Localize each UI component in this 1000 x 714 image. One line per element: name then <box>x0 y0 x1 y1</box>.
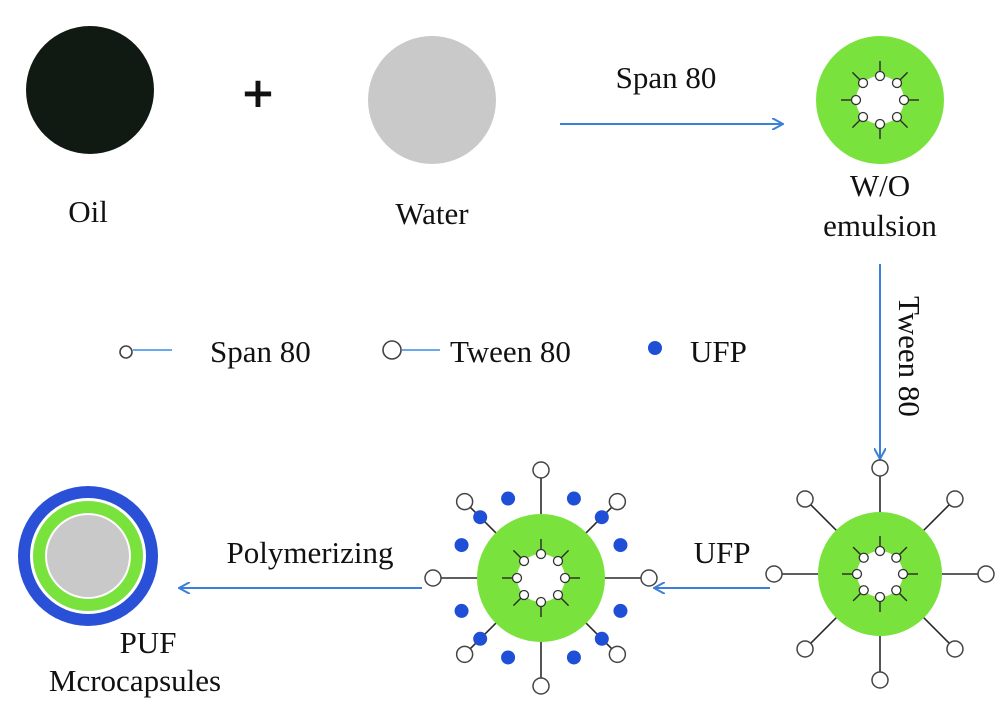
tween80-tail <box>810 504 841 535</box>
span80-head <box>897 568 909 580</box>
tween80-head <box>640 569 658 587</box>
tween80-head <box>946 640 964 658</box>
span80-head <box>874 545 886 557</box>
span80-head <box>559 572 571 584</box>
tween80-tail <box>919 613 950 644</box>
span80-head <box>511 572 523 584</box>
water-core <box>517 554 565 602</box>
span80-head <box>891 111 903 123</box>
puf-microcapsule <box>18 486 158 626</box>
legend-tween80-label: Tween 80 <box>450 334 571 369</box>
span80-head <box>535 548 547 560</box>
tween80-head <box>424 569 442 587</box>
span80-head <box>552 589 564 601</box>
span80-head <box>858 585 869 596</box>
tween80-head <box>608 492 627 511</box>
span80-head <box>874 118 886 130</box>
ufp-particle <box>613 538 628 553</box>
wo-label-line1: W/O <box>849 168 911 203</box>
tween80-head <box>871 671 889 689</box>
span80-head <box>891 552 902 563</box>
span80-head <box>891 585 902 596</box>
ufp-particle <box>501 491 516 506</box>
ufp-particle <box>613 603 628 618</box>
legend-ufp-dot <box>648 341 662 355</box>
tween80-head <box>455 645 474 664</box>
span80-head <box>857 77 869 89</box>
wo-emulsion-droplet <box>816 36 944 164</box>
span80-head <box>891 77 903 89</box>
tween80-head <box>532 677 550 695</box>
water-core <box>857 551 903 597</box>
ufp-arrow-label: UFP <box>693 535 751 570</box>
tween80-arrow-label: Tween 80 <box>892 296 927 417</box>
tween80-head <box>608 645 627 664</box>
ufp-particle <box>594 510 609 525</box>
legend-span80-symbol <box>119 345 172 359</box>
span80-head <box>874 591 886 603</box>
ufp-particle <box>454 538 469 553</box>
span80-head <box>850 94 862 106</box>
ufp-particle <box>566 650 581 665</box>
span80-head <box>898 94 910 106</box>
legend-ufp-label: UFP <box>690 334 747 369</box>
span80-head <box>535 596 547 608</box>
span80-head <box>857 111 869 123</box>
wo-label-line2: emulsion <box>823 208 937 243</box>
tween80-head <box>765 565 783 583</box>
ufp-particle <box>501 650 516 665</box>
span80-head <box>552 555 564 567</box>
puf-label-line1: PUF <box>119 625 177 660</box>
tween80-tail <box>810 613 841 644</box>
tween80-head <box>946 490 964 508</box>
span80-head <box>874 70 886 82</box>
tween80-tail <box>919 504 950 535</box>
span80-arrow-label: Span 80 <box>615 60 717 95</box>
legend-span80-label: Span 80 <box>210 334 311 369</box>
ufp-particle <box>473 631 488 646</box>
tween-coated-droplet <box>765 459 995 689</box>
water-droplet <box>368 36 496 164</box>
puf-label-line2: Mcrocapsules <box>48 663 222 698</box>
tween80-head <box>532 461 550 479</box>
tween80-head <box>455 492 474 511</box>
water-label: Water <box>395 196 469 231</box>
water-core <box>856 76 904 124</box>
ufp-particle <box>594 631 609 646</box>
tween80-head <box>871 459 889 477</box>
ufp-coated-droplet <box>424 461 658 695</box>
ufp-particle <box>566 491 581 506</box>
ufp-particle <box>454 603 469 618</box>
tween80-head <box>977 565 995 583</box>
span80-head <box>851 568 863 580</box>
polymerizing-arrow-label: Polymerizing <box>226 535 394 570</box>
tween80-head <box>796 490 814 508</box>
plus-sign: + <box>240 68 276 117</box>
oil-label: Oil <box>68 194 108 229</box>
ufp-particle <box>473 510 488 525</box>
span80-head <box>858 552 869 563</box>
span80-head <box>518 589 530 601</box>
span80-head <box>518 555 530 567</box>
oil-droplet <box>26 26 154 154</box>
legend-tween80-symbol <box>382 340 440 360</box>
tween80-head <box>796 640 814 658</box>
